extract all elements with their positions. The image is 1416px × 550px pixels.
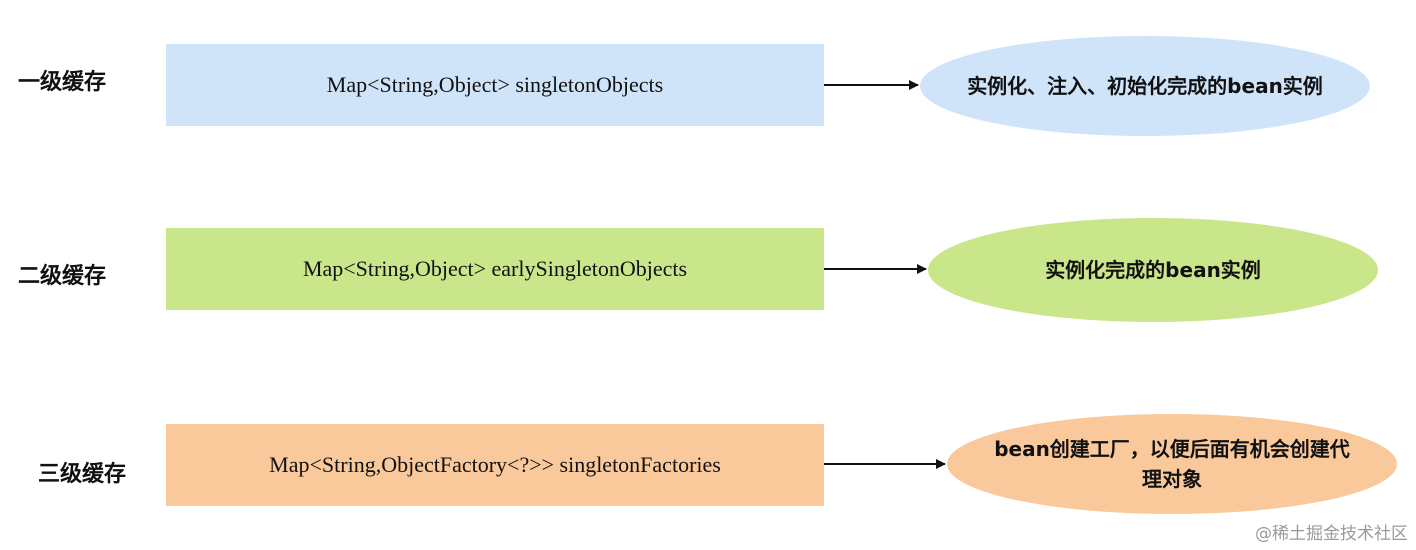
level-3-label: 三级缓存: [38, 462, 127, 487]
level-3-map-box: Map<String,ObjectFactory<?>> singletonFa…: [166, 424, 824, 506]
level-1-map-box: Map<String,Object> singletonObjects: [166, 44, 824, 126]
level-1-description-ellipse: 实例化、注入、初始化完成的bean实例: [920, 36, 1370, 136]
level-3-description-ellipse: bean创建工厂，以便后面有机会创建代 理对象: [947, 414, 1397, 514]
level-2-description: 实例化完成的bean实例: [1045, 258, 1261, 282]
level-1-description: 实例化、注入、初始化完成的bean实例: [967, 74, 1323, 98]
level-3-description-line-1: bean创建工厂，以便后面有机会创建代: [994, 437, 1350, 461]
level-1-label: 一级缓存: [18, 70, 107, 95]
level-2-description-ellipse: 实例化完成的bean实例: [928, 218, 1378, 322]
level-3-description-line-2: 理对象: [1142, 467, 1202, 491]
watermark: @稀土掘金技术社区: [1255, 524, 1408, 544]
level-2-label: 二级缓存: [18, 264, 107, 289]
level-2-map-box: Map<String,Object> earlySingletonObjects: [166, 228, 824, 310]
